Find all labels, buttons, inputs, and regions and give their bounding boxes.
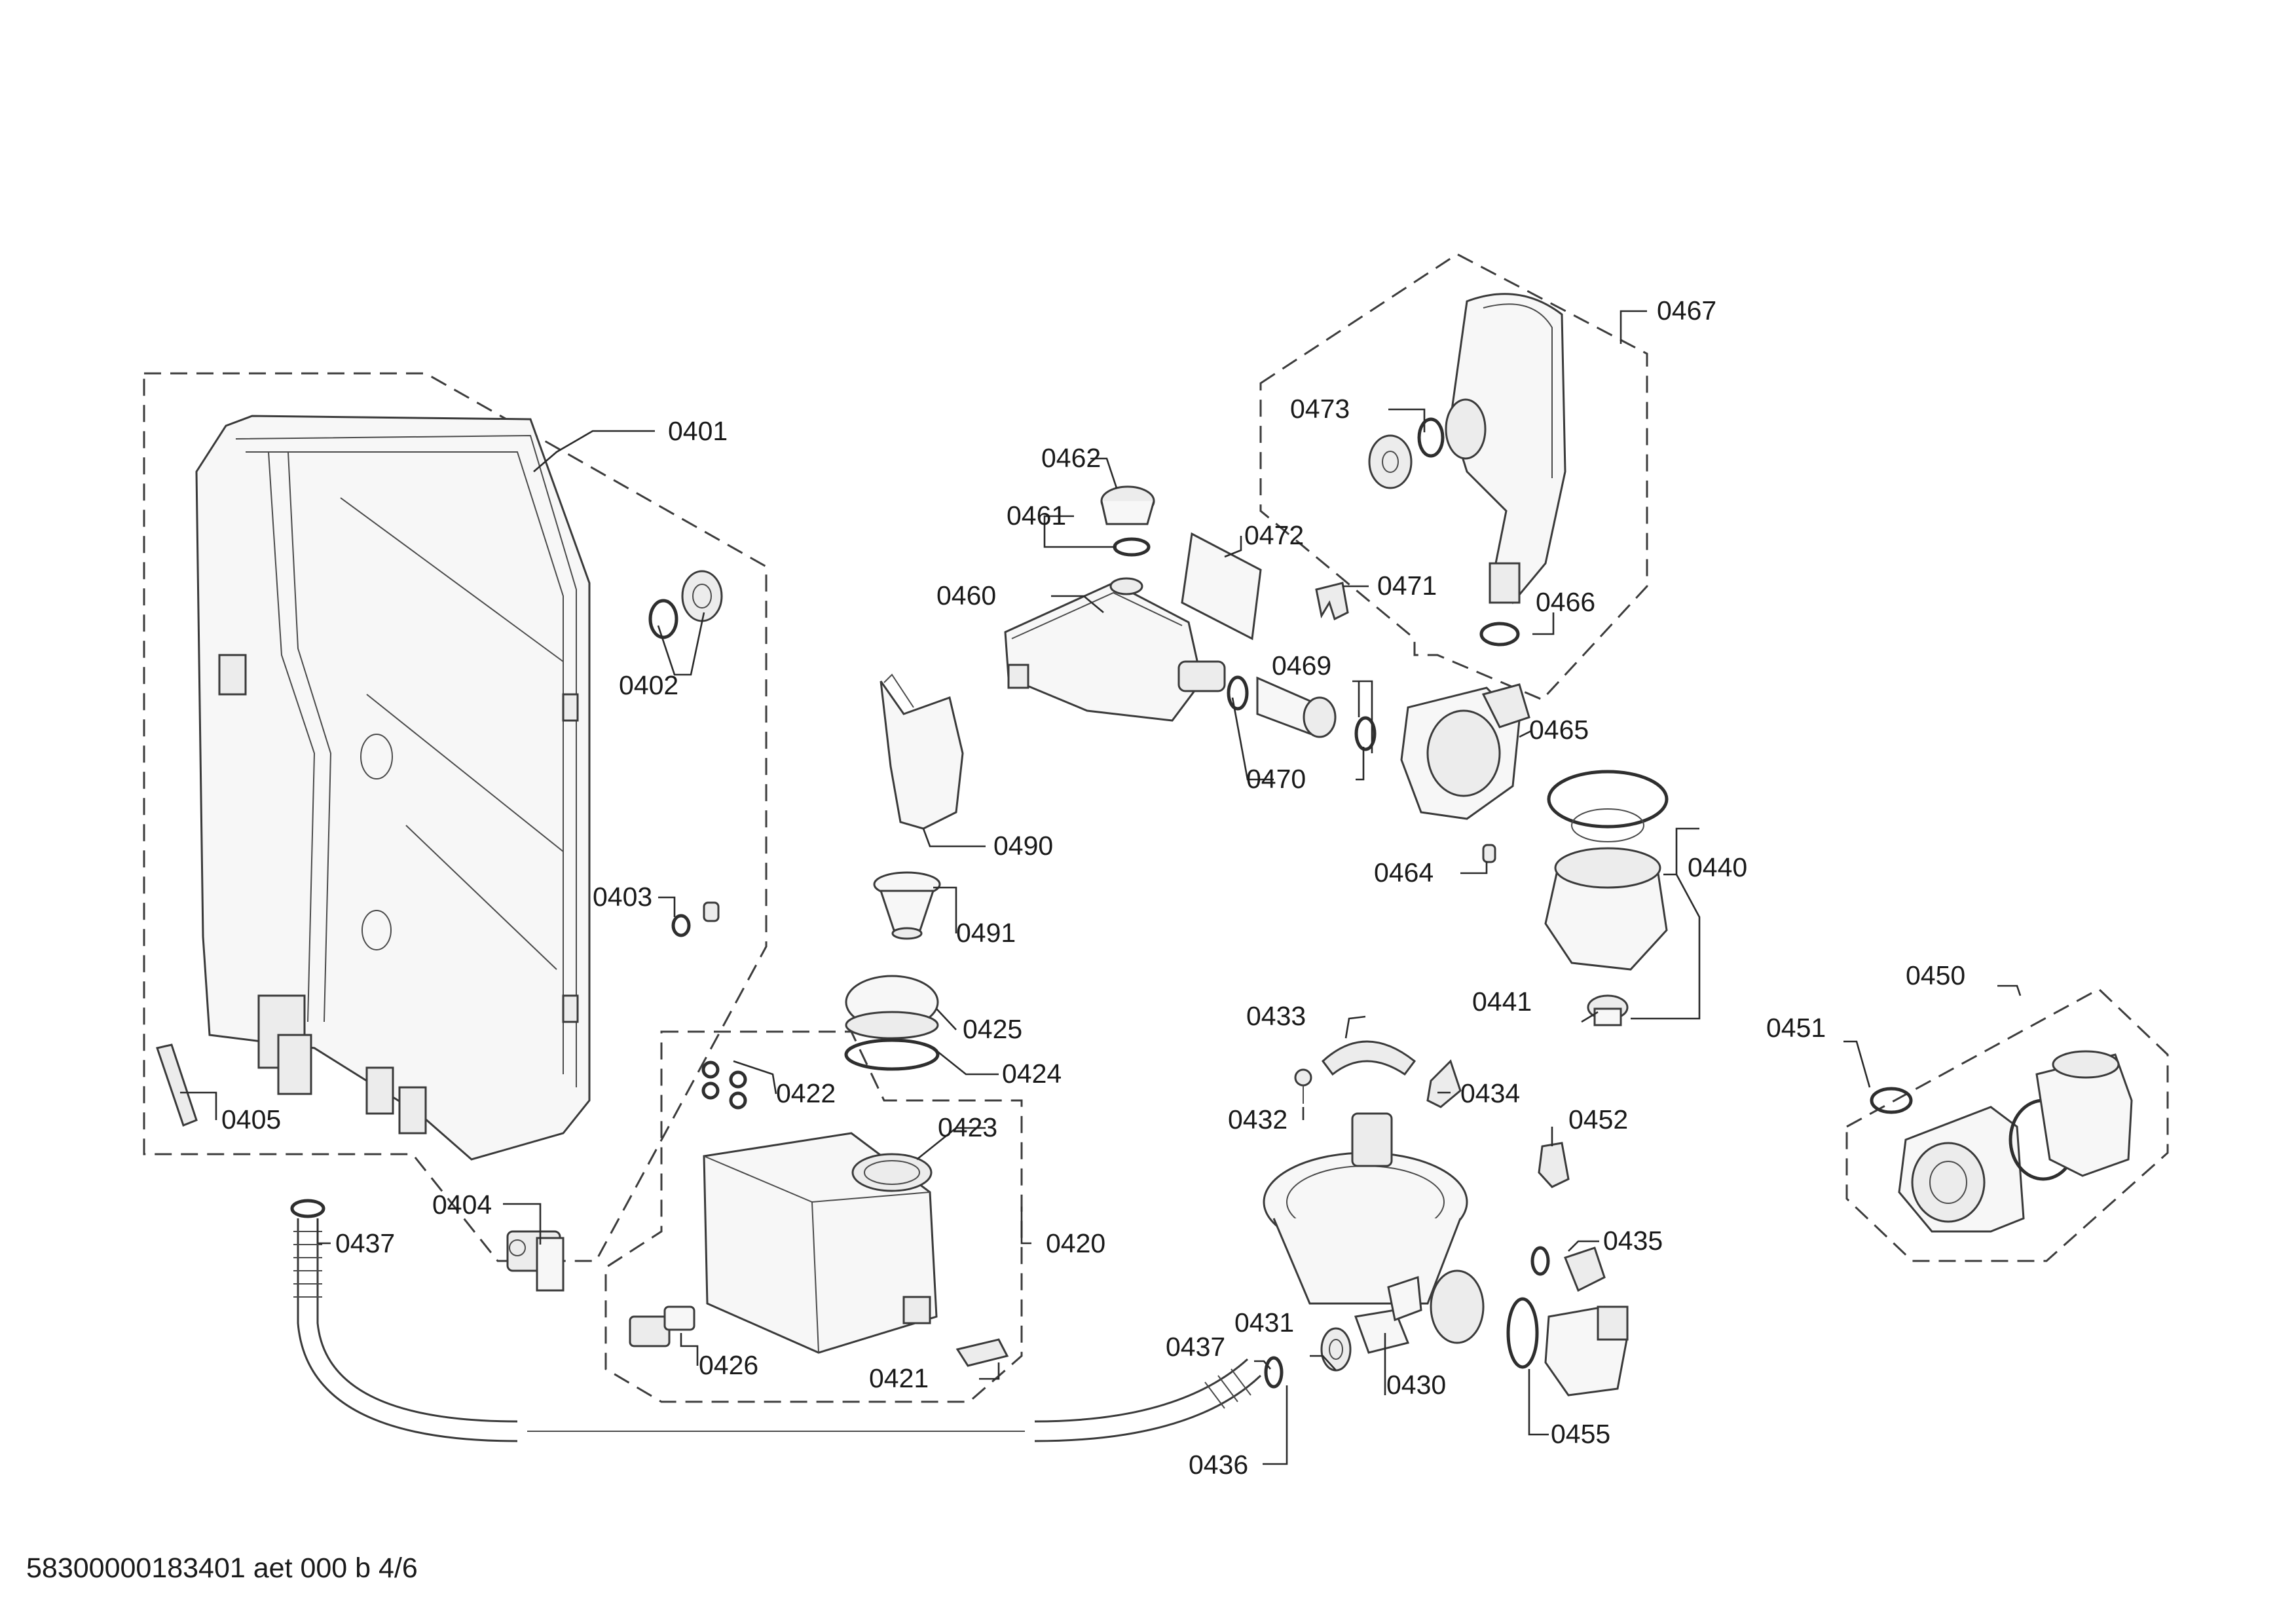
plug-part-0464 <box>1482 844 1496 863</box>
leader-lines <box>180 310 2022 1465</box>
seal-ring-part-0466 <box>1479 622 1520 647</box>
label-0490: 0490 <box>993 831 1053 861</box>
label-0421: 0421 <box>869 1363 929 1393</box>
air-duct-part-0467 <box>1445 293 1566 605</box>
drain-pump-part-0455 <box>1506 1297 1629 1397</box>
funnel-part-0491 <box>873 871 941 940</box>
clamp-part-0451 <box>1870 1087 1913 1114</box>
salt-container-part-0460 <box>1004 577 1226 722</box>
label-0472: 0472 <box>1244 520 1304 550</box>
group-boundary-duct <box>1259 253 1648 701</box>
label-0424: 0424 <box>1002 1059 1062 1089</box>
bracket-part-0471 <box>1315 582 1349 621</box>
cover-part-0433 <box>1321 1040 1416 1076</box>
label-0470: 0470 <box>1246 764 1306 794</box>
bracket-part-0434 <box>1426 1059 1462 1108</box>
label-0404: 0404 <box>432 1190 492 1220</box>
gear-part-0473 <box>1368 417 1445 489</box>
drawing-reference-code: 58300000183401 aet 000 b 4/6 <box>26 1552 418 1584</box>
label-0437-lower: 0437 <box>1166 1332 1225 1362</box>
cover-plate-part-0472 <box>1181 532 1262 641</box>
lid-part-0425 <box>845 975 939 1040</box>
motor-part-0465 <box>1400 683 1530 820</box>
label-0465: 0465 <box>1529 715 1589 745</box>
gasket-part-0424 <box>844 1038 940 1071</box>
label-0434: 0434 <box>1460 1078 1520 1108</box>
part-labels: 0401 0402 0403 0404 0405 0437 0426 0421 … <box>221 295 1965 1480</box>
group-boundary-door-panel <box>143 372 768 1262</box>
valve-part-0404 <box>506 1230 565 1292</box>
clip-part-0421 <box>955 1338 1009 1367</box>
valve-part-0426 <box>629 1305 695 1347</box>
label-0471: 0471 <box>1377 571 1437 601</box>
connector-part-0431 <box>1320 1327 1352 1372</box>
label-0452: 0452 <box>1568 1104 1628 1135</box>
jug-part-0490 <box>880 673 964 830</box>
label-0441: 0441 <box>1472 986 1532 1017</box>
seal-ring-part-0461 <box>1113 537 1151 557</box>
sensor-part-0441 <box>1587 994 1629 1026</box>
label-0464: 0464 <box>1374 857 1434 888</box>
screw-part-0432 <box>1294 1068 1312 1104</box>
label-0430: 0430 <box>1386 1370 1446 1400</box>
drain-hose <box>290 1199 1284 1442</box>
seal-set-part-0422 <box>701 1060 747 1110</box>
filter-part-0470 <box>1227 675 1377 751</box>
label-0473: 0473 <box>1290 394 1350 424</box>
label-0436: 0436 <box>1189 1450 1248 1480</box>
label-0462: 0462 <box>1041 443 1101 473</box>
label-0425: 0425 <box>963 1014 1022 1044</box>
sensor-part-0435 <box>1530 1246 1606 1292</box>
label-0435: 0435 <box>1603 1226 1663 1256</box>
cap-part-0462 <box>1100 485 1155 525</box>
water-softener-housing-part-0420 <box>703 1132 938 1354</box>
label-0423: 0423 <box>938 1112 997 1142</box>
label-0451: 0451 <box>1766 1013 1826 1043</box>
label-0426: 0426 <box>699 1350 758 1380</box>
label-0403: 0403 <box>593 882 652 912</box>
label-0433: 0433 <box>1246 1001 1306 1031</box>
group-boundary-pump <box>1845 988 2169 1262</box>
circulation-pump-part-0450 <box>1898 1050 2133 1233</box>
label-0420: 0420 <box>1046 1228 1105 1258</box>
clip-part-0452 <box>1538 1142 1570 1188</box>
label-0440: 0440 <box>1688 852 1747 882</box>
label-0469: 0469 <box>1272 650 1331 681</box>
pump-sump-part-0430 <box>1263 1112 1485 1354</box>
label-0437-upper: 0437 <box>335 1228 395 1258</box>
label-0491: 0491 <box>956 918 1016 948</box>
label-0467: 0467 <box>1657 295 1716 326</box>
label-0450: 0450 <box>1906 960 1965 990</box>
label-0455: 0455 <box>1551 1419 1610 1449</box>
label-0431: 0431 <box>1234 1307 1294 1338</box>
label-0405: 0405 <box>221 1104 281 1135</box>
seal-ring-part-0402 <box>648 570 723 639</box>
label-0466: 0466 <box>1536 587 1595 617</box>
label-0460: 0460 <box>936 580 996 610</box>
heater-ring-part-0440 <box>1544 770 1669 971</box>
label-0461: 0461 <box>1007 500 1066 531</box>
clip-part-0405 <box>156 1043 198 1127</box>
group-boundary-filter-housing <box>604 1030 1023 1403</box>
connector-part-0403 <box>671 901 720 937</box>
label-0422: 0422 <box>776 1078 836 1108</box>
label-0402: 0402 <box>619 670 678 700</box>
label-0401: 0401 <box>668 416 728 446</box>
door-inner-panel <box>195 415 591 1161</box>
label-0432: 0432 <box>1228 1104 1287 1135</box>
